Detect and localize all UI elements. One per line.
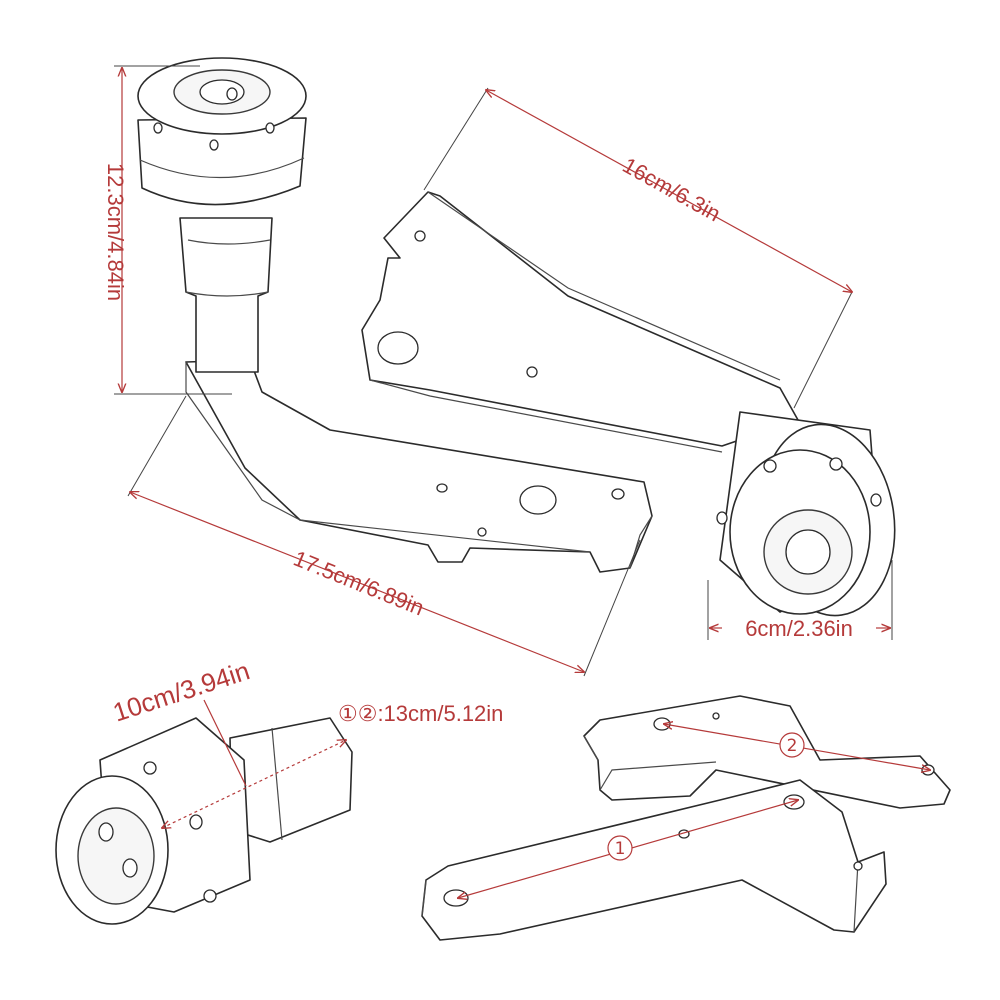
- bracket-one-hole-upper: [783, 794, 805, 810]
- right-bracket-plate-hole-small-1: [414, 230, 426, 242]
- left-slider-puck-bolt: [226, 87, 238, 101]
- dimension-arm-label: 17.5cm/6.89in: [290, 546, 428, 621]
- left-slider-shaft: [179, 217, 273, 373]
- left-slider-shaft-ring: [185, 239, 271, 297]
- left-bracket-arm-hole-large: [519, 485, 557, 515]
- bracket-two-hole-small: [712, 712, 720, 720]
- left-slider-puck-hole-2: [209, 139, 219, 151]
- dimension-arm-extension-right: [583, 539, 641, 677]
- dimension-height: 12.3cm/4.84in: [103, 65, 232, 395]
- dimension-bracket-label: 16cm/6.3in: [619, 152, 725, 226]
- left-bracket-arm-hole-small-2: [611, 488, 625, 500]
- hole-spacing-marker-one-label: 1: [615, 839, 626, 859]
- dimension-arm-extension-left: [127, 395, 187, 497]
- slider-detail-puck-hole-3: [143, 761, 157, 775]
- slider-detail-puck-hole-1: [98, 822, 114, 842]
- hole-spacing-marker-one: [607, 835, 633, 861]
- right-bracket-plate-hole-large: [377, 331, 419, 365]
- bracket-one-plate-edge: [421, 861, 859, 933]
- dimension-diameter-label: 6cm/2.36in: [745, 616, 853, 641]
- slider-puck-detail: [55, 717, 353, 925]
- dimension-hole-spacing: ①②:13cm/5.12in 2 1: [338, 701, 930, 898]
- left-slider-puck-hole-3: [265, 122, 275, 134]
- slider-detail-puck-hole-4: [189, 814, 203, 830]
- left-slider-puck-hole-1: [153, 122, 163, 134]
- dimension-slider-length-line: [162, 740, 346, 828]
- dimension-slider-length-leader: [203, 699, 247, 787]
- dimension-bracket-extension-left: [423, 87, 489, 191]
- bracket-one-plate: [421, 779, 887, 941]
- right-slider-puck-hole-2: [829, 457, 843, 471]
- slider-detail-puck-inner: [77, 807, 155, 905]
- dimension-arm-line: [130, 492, 584, 672]
- dimension-bracket-extension-right: [793, 291, 853, 409]
- left-slider-puck-body: [137, 117, 307, 206]
- bracket-one-hole-small: [853, 861, 863, 871]
- bracket-two-hole-end: [653, 717, 671, 731]
- dimension-bracket-line: [486, 90, 852, 292]
- slider-detail-puck-hole-2: [122, 858, 138, 878]
- left-bracket-arm-hole-small-3: [477, 527, 487, 537]
- bracket-one-hole-end: [443, 889, 469, 907]
- left-bracket-arm-hole-small-1: [436, 483, 448, 493]
- bracket-detail-1: [421, 779, 887, 941]
- left-slider-puck-band: [139, 157, 305, 179]
- hole-spacing-marker-two-label: 2: [787, 736, 798, 756]
- right-slider-puck-bore: [785, 529, 831, 575]
- slider-detail-puck-hole-5: [203, 889, 217, 903]
- right-bracket-plate-hole-small-2: [526, 366, 538, 378]
- slider-detail-spacer: [229, 717, 353, 843]
- dimension-hole-spacing-label: ①②:13cm/5.12in: [338, 701, 503, 726]
- right-bracket-plate: [361, 191, 799, 447]
- right-slider-puck-hole-1: [763, 459, 777, 473]
- right-slider-assembly: [361, 191, 896, 617]
- right-slider-puck-hole-3: [716, 511, 728, 525]
- right-slider-puck-hole-4: [870, 493, 882, 507]
- dimension-slider-diameter: 6cm/2.36in: [707, 560, 893, 641]
- dimension-height-label: 12.3cm/4.84in: [103, 163, 128, 301]
- dimension-slider-length-label: 10cm/3.94in: [109, 655, 253, 727]
- hole-spacing-marker-two: [779, 732, 805, 758]
